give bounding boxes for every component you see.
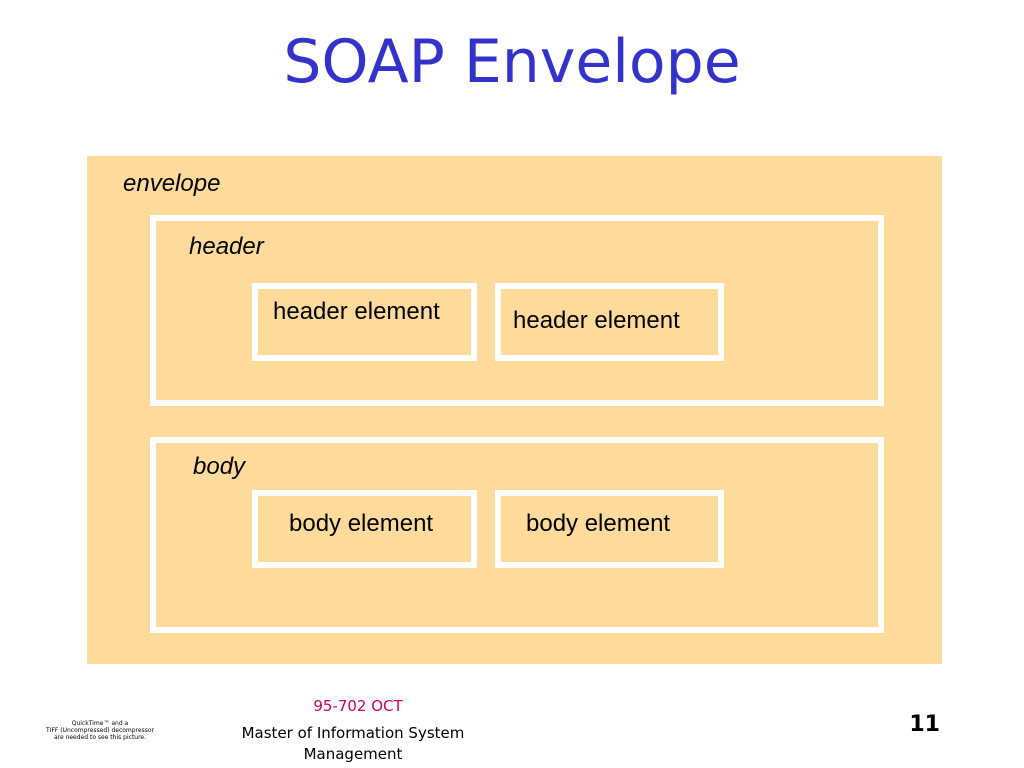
header-element-box: header element [252,283,477,361]
body-label: body [193,453,246,480]
envelope-box: envelope header header element header el… [87,156,942,664]
footer-org: Master of Information System Management [218,723,488,765]
quicktime-line: are needed to see this picture. [53,734,147,741]
header-element-label: header element [513,307,680,334]
body-section: body body element body element [150,437,884,633]
footer-org-line: Master of Information System [241,724,465,742]
quicktime-placeholder: QuickTime™ and a TIFF (Uncompressed) dec… [45,720,155,741]
header-label: header [189,233,264,260]
page-number: 11 [909,712,940,737]
envelope-label: envelope [123,170,221,197]
body-element-box: body element [252,490,477,568]
header-section: header header element header element [150,215,884,406]
header-element-label: header element [273,298,440,325]
header-element-box: header element [495,283,724,361]
quicktime-line: QuickTime™ and a [71,720,129,727]
body-element-label: body element [526,510,671,537]
footer-org-line: Management [303,745,403,763]
quicktime-line: TIFF (Uncompressed) decompressor [46,727,154,734]
body-element-label: body element [289,510,434,537]
body-element-box: body element [495,490,724,568]
slide-title: SOAP Envelope [283,27,741,97]
course-code: 95-702 OCT [313,697,403,715]
